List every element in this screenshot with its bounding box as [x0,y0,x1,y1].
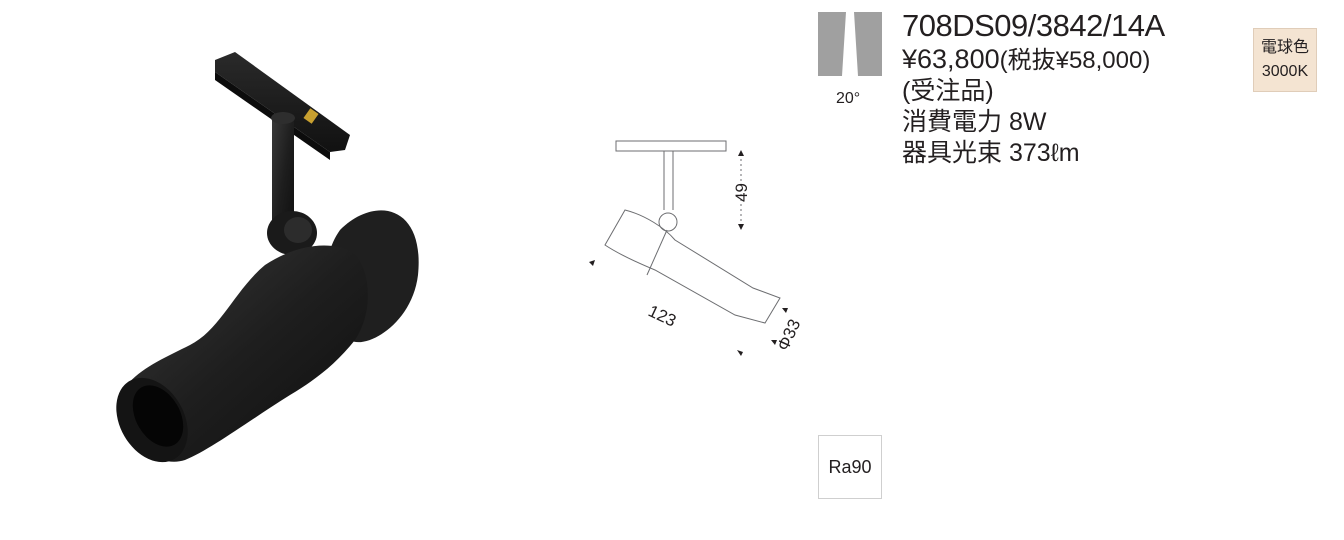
model-number: 708DS09/3842/14A [902,8,1165,43]
beam-angle-icon [818,12,882,76]
dimension-drawing: 49 123 Φ33 [575,130,825,370]
cri-badge: Ra90 [818,435,882,499]
order-note: (受注品) [902,77,994,105]
diameter-dimension-label: Φ33 [773,316,804,353]
color-temperature-badge: 電球色 3000K [1253,28,1317,92]
price-tax-excluded: (税抜¥58,000) [999,47,1151,74]
color-temperature-value: 3000K [1261,63,1309,80]
power-consumption: 消費電力 8W [902,108,1047,136]
price-line: ¥63,800(税抜¥58,000) [902,44,1165,76]
price: ¥63,800 [902,44,1000,74]
color-temperature-label: 電球色 [1260,39,1309,56]
beam-angle-label: 20° [836,90,861,107]
cri-label: Ra90 [828,456,872,477]
luminous-flux: 器具光束 373ℓm [902,139,1080,167]
spec-block: 708DS09/3842/14A ¥63,800(税抜¥58,000) (受注品… [902,8,1165,169]
product-photo [100,40,440,480]
height-dimension-label: 49 [732,183,751,202]
length-dimension-label: 123 [645,301,679,330]
